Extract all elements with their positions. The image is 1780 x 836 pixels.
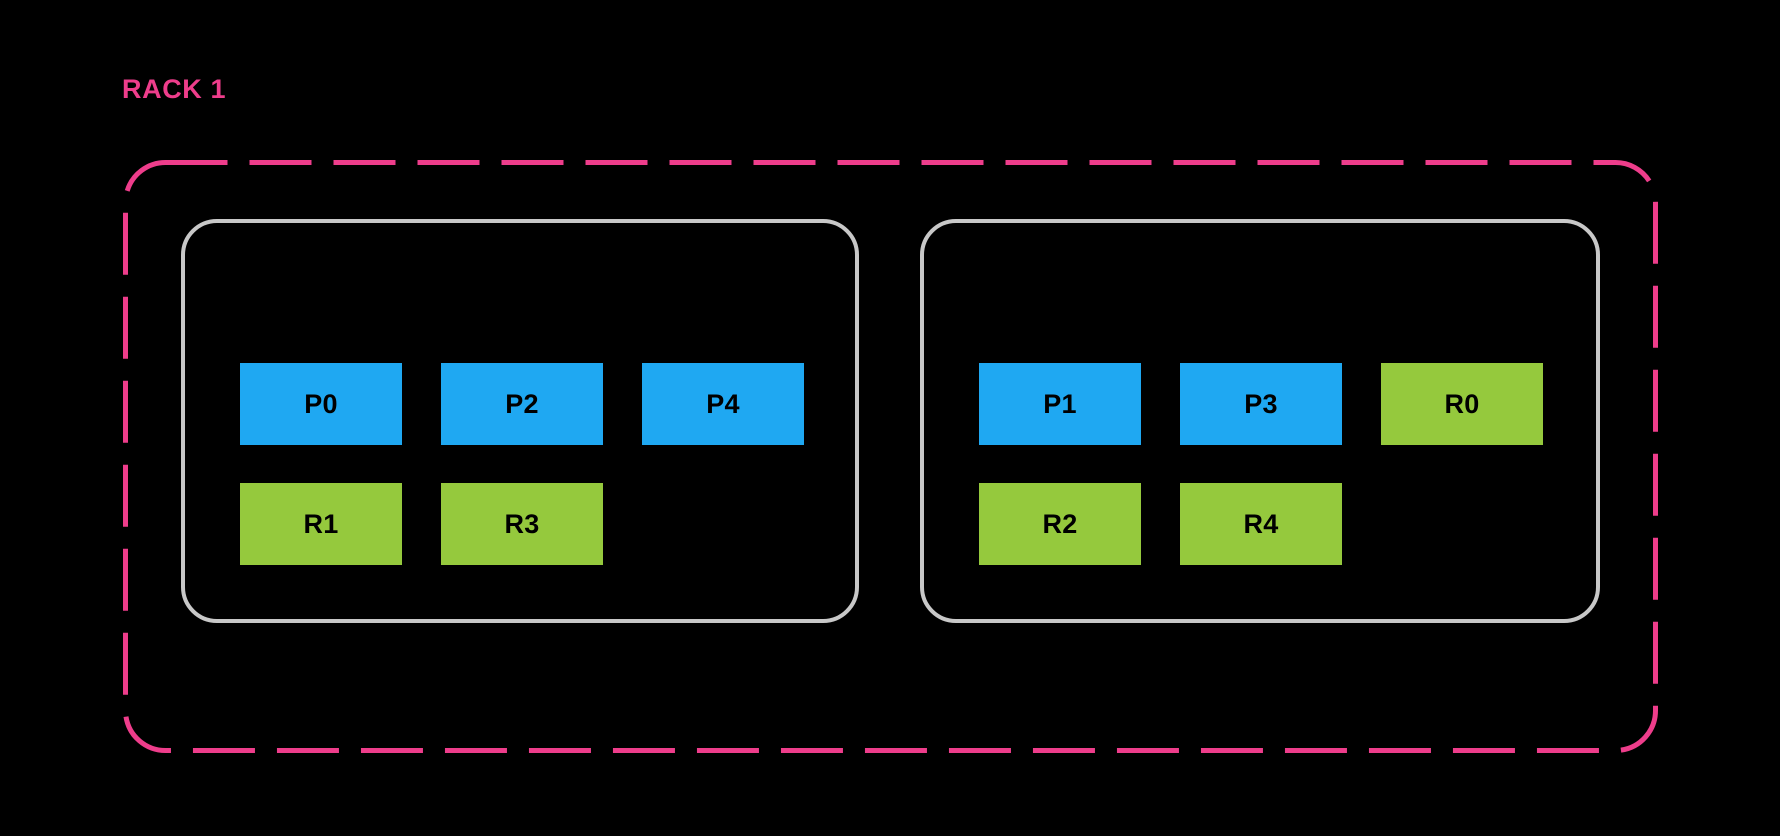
unit-p4-label: P4 xyxy=(706,388,740,419)
unit-slot-empty-2 xyxy=(1381,483,1543,565)
server-2-row-2: R2 R4 xyxy=(979,483,1543,565)
unit-p3-label: P3 xyxy=(1244,388,1278,419)
unit-p0[interactable]: P0 xyxy=(240,363,402,445)
unit-p1-label: P1 xyxy=(1043,388,1077,419)
server-2-row-1: P1 P3 R0 xyxy=(979,363,1543,445)
unit-slot-empty-1 xyxy=(642,483,804,565)
unit-p2[interactable]: P2 xyxy=(441,363,603,445)
unit-r2[interactable]: R2 xyxy=(979,483,1141,565)
rack-label: RACK 1 xyxy=(122,74,227,104)
unit-r4[interactable]: R4 xyxy=(1180,483,1342,565)
unit-p4[interactable]: P4 xyxy=(642,363,804,445)
unit-r0[interactable]: R0 xyxy=(1381,363,1543,445)
server-1-row-2: R1 R3 xyxy=(240,483,804,565)
unit-p1[interactable]: P1 xyxy=(979,363,1141,445)
unit-r4-label: R4 xyxy=(1243,508,1279,539)
unit-r3[interactable]: R3 xyxy=(441,483,603,565)
unit-r1-label: R1 xyxy=(303,508,339,539)
unit-r0-label: R0 xyxy=(1444,388,1480,419)
server-2-unit-grid: P1 P3 R0 R2 R4 xyxy=(979,363,1543,565)
server-1-unit-grid: P0 P2 P4 R1 R3 xyxy=(240,363,804,565)
unit-p0-label: P0 xyxy=(304,388,338,419)
server-card-1: P0 P2 P4 R1 R3 xyxy=(181,219,859,623)
server-1-row-1: P0 P2 P4 xyxy=(240,363,804,445)
unit-p3[interactable]: P3 xyxy=(1180,363,1342,445)
server-card-2: P1 P3 R0 R2 R4 xyxy=(920,219,1600,623)
unit-p2-label: P2 xyxy=(505,388,539,419)
unit-r1[interactable]: R1 xyxy=(240,483,402,565)
unit-r2-label: R2 xyxy=(1042,508,1078,539)
unit-r3-label: R3 xyxy=(504,508,540,539)
